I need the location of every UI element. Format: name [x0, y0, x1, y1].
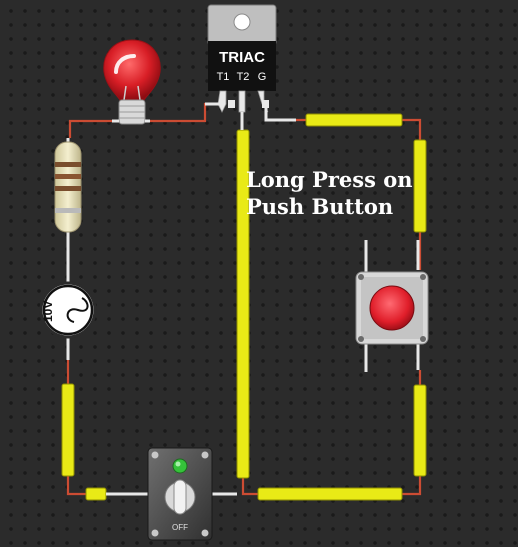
- resistor-band-2: [55, 174, 81, 179]
- wire-top: [305, 113, 403, 127]
- triac-body: [208, 41, 276, 91]
- wire-bottom-left: [85, 487, 107, 501]
- annotation-line-1: Long Press on: [246, 167, 413, 192]
- triac-name: TRIAC: [219, 49, 265, 66]
- lead-bulb-right: [146, 102, 222, 123]
- bulb-glass: [103, 39, 161, 101]
- resistor-band-3: [55, 186, 81, 191]
- wire-right-upper: [413, 139, 427, 233]
- push-button[interactable]: [355, 271, 429, 345]
- lead-right-bottom: [402, 476, 422, 496]
- ac-source[interactable]: 10V: [39, 281, 97, 339]
- ac-source-ring: [39, 281, 97, 339]
- push-button-cap: [369, 285, 415, 331]
- sine-wave-icon: [66, 297, 89, 323]
- lead-bottom-left: [66, 476, 86, 496]
- triac-pin-label-t1: T1: [217, 71, 230, 83]
- wire-left-lower: [61, 383, 75, 477]
- triac-pin-label-g: G: [258, 71, 267, 83]
- wire-right-lower: [413, 384, 427, 477]
- bulb-filament: [123, 85, 141, 101]
- toggle-switch-off-label: OFF: [172, 523, 188, 532]
- resistor-band-1: [55, 162, 81, 167]
- lead-bulb-left: [68, 119, 112, 138]
- toggle-switch[interactable]: OFF: [147, 447, 213, 541]
- lead-center-bottom: [241, 478, 258, 496]
- light-bulb[interactable]: [103, 39, 161, 125]
- ac-source-voltage: 10V: [41, 301, 55, 322]
- triac-mount-hole: [233, 13, 251, 31]
- triac-pin-label-t2: T2: [237, 71, 250, 83]
- bulb-highlight: [114, 54, 136, 74]
- resistor[interactable]: [54, 138, 82, 233]
- wire-bottom-right: [257, 487, 403, 501]
- annotation-line-2: Push Button: [246, 194, 394, 219]
- toggle-switch-lever: [173, 479, 187, 515]
- triac-pins: [217, 90, 269, 113]
- yellow-wires: [61, 113, 427, 501]
- annotation-text: Long Press on Push Button: [246, 166, 412, 220]
- resistor-band-4: [55, 208, 81, 213]
- triac[interactable]: TRIAC T1 T2 G: [205, 4, 296, 130]
- indicator-led: [172, 458, 188, 474]
